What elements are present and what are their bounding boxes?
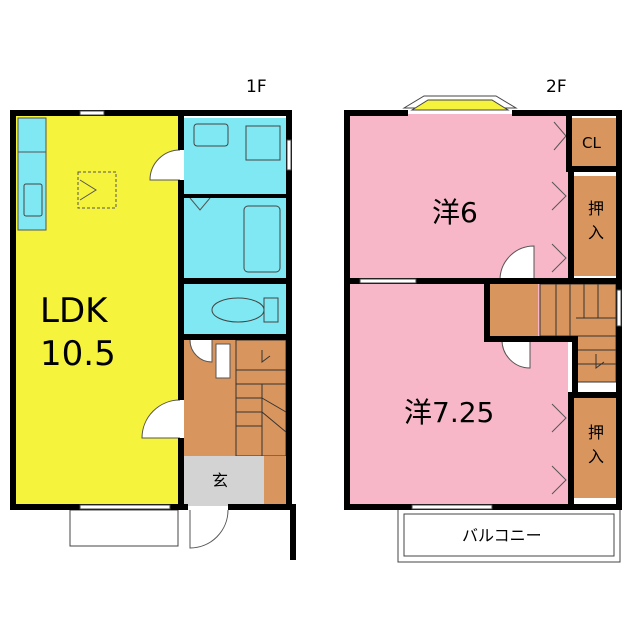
toilet-door-icon [189,339,213,363]
windows-2f [359,278,622,510]
floor-1-label: 1F [246,77,267,97]
washbasin-icon [193,123,229,147]
ldk-size: 10.5 [40,334,116,374]
room725-door-icon [501,339,531,369]
closet-1f-icon [215,343,231,379]
storage-1-label-b: 入 [588,223,604,242]
floor-2-label: 2F [546,77,567,97]
storage-2-door-a-icon [551,403,567,433]
windows-1f [79,110,292,510]
stairs-2f-arrow-icon [595,354,605,369]
ldk-door-top-icon [149,149,181,181]
porch-1f [69,509,179,547]
stairs-arrow-icon [261,350,271,363]
kitchen-sink-icon [23,183,43,217]
front-door-icon [189,509,229,549]
stairs-1f-treads [236,369,287,456]
entrance [184,456,264,506]
bathtub-icon [243,205,281,273]
western-room-6-label: 洋6 [432,196,478,229]
balcony-label: バルコニー [462,526,542,545]
western-room-725-label: 洋7.25 [404,396,494,429]
shoe-storage [264,456,286,506]
storage-2-label-b: 入 [588,447,604,466]
storage-2-door-b-icon [551,465,567,495]
washing-machine-icon [245,125,281,161]
toilet-icon [211,297,265,323]
fridge-space-icon [77,171,117,209]
hall-2f [488,284,538,338]
closet-cl-label: CL [582,134,601,152]
storage-1 [574,176,616,276]
storage-1-door-b-icon [551,243,567,273]
storage-2-label-a: 押 [588,423,604,442]
balcony-inner [403,513,615,557]
toilet-tank-icon [263,297,279,323]
ldk-name: LDK [40,291,109,331]
fridge-mark-icon [79,179,97,201]
ldk-door-bottom-icon [141,399,181,439]
entrance-label: 玄 [212,471,228,490]
storage-2 [574,398,616,498]
storage-1-label-a: 押 [588,199,604,218]
storage-1-door-a-icon [551,181,567,211]
closet-cl [570,118,616,166]
stairs-2f-top [539,283,617,337]
bay-window [410,99,510,111]
bath-door-icon [189,197,211,211]
room6-door-icon [499,245,535,281]
